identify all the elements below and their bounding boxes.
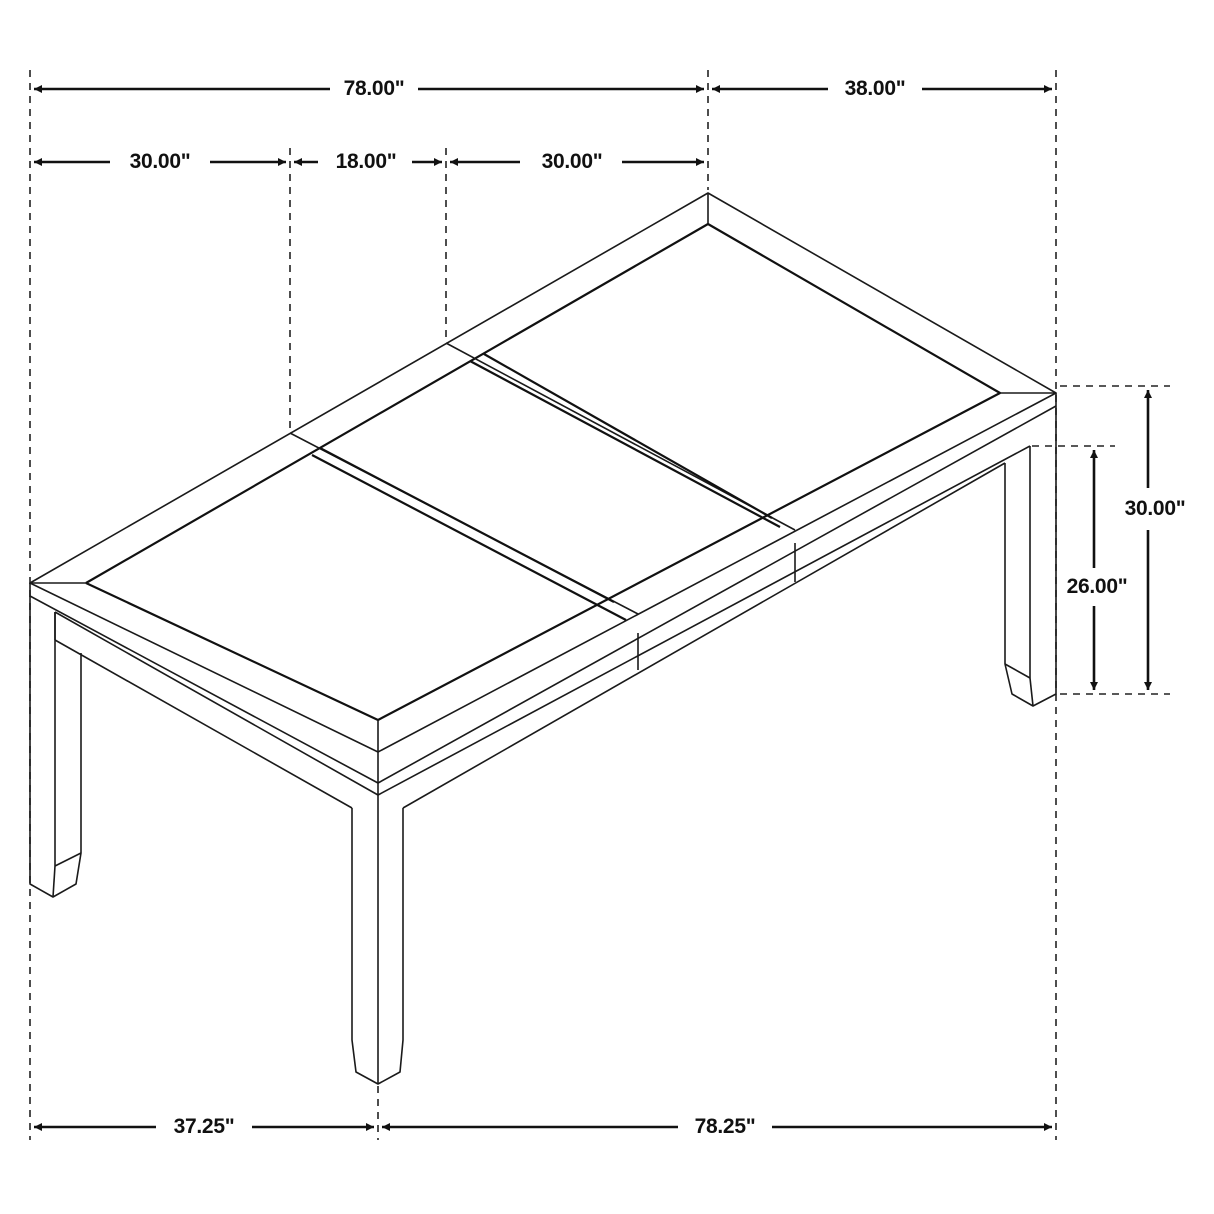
dim-leaf-section: 18.00"	[329, 150, 403, 174]
dimension-lines	[34, 85, 1152, 1131]
table	[29, 192, 1057, 1085]
leaf-seam-left	[289, 432, 639, 621]
leg-right	[1004, 406, 1057, 707]
dim-bottom-left-span: 37.25"	[167, 1115, 241, 1139]
extension-lines	[29, 70, 1170, 1140]
dim-overall-height: 30.00"	[1118, 497, 1192, 521]
dim-bottom-right-span: 78.25"	[688, 1115, 762, 1139]
dim-left-section: 30.00"	[123, 150, 197, 174]
dim-depth: 38.00"	[838, 77, 912, 101]
leg-front	[351, 795, 404, 1085]
front-right-apron	[377, 393, 1057, 809]
dim-overall-length: 78.00"	[337, 77, 411, 101]
tabletop-outline	[29, 192, 1057, 753]
leaf-seam-right	[445, 342, 796, 531]
leg-left	[29, 596, 82, 898]
dim-apron-clearance: 26.00"	[1060, 575, 1134, 599]
dim-right-section: 30.00"	[535, 150, 609, 174]
